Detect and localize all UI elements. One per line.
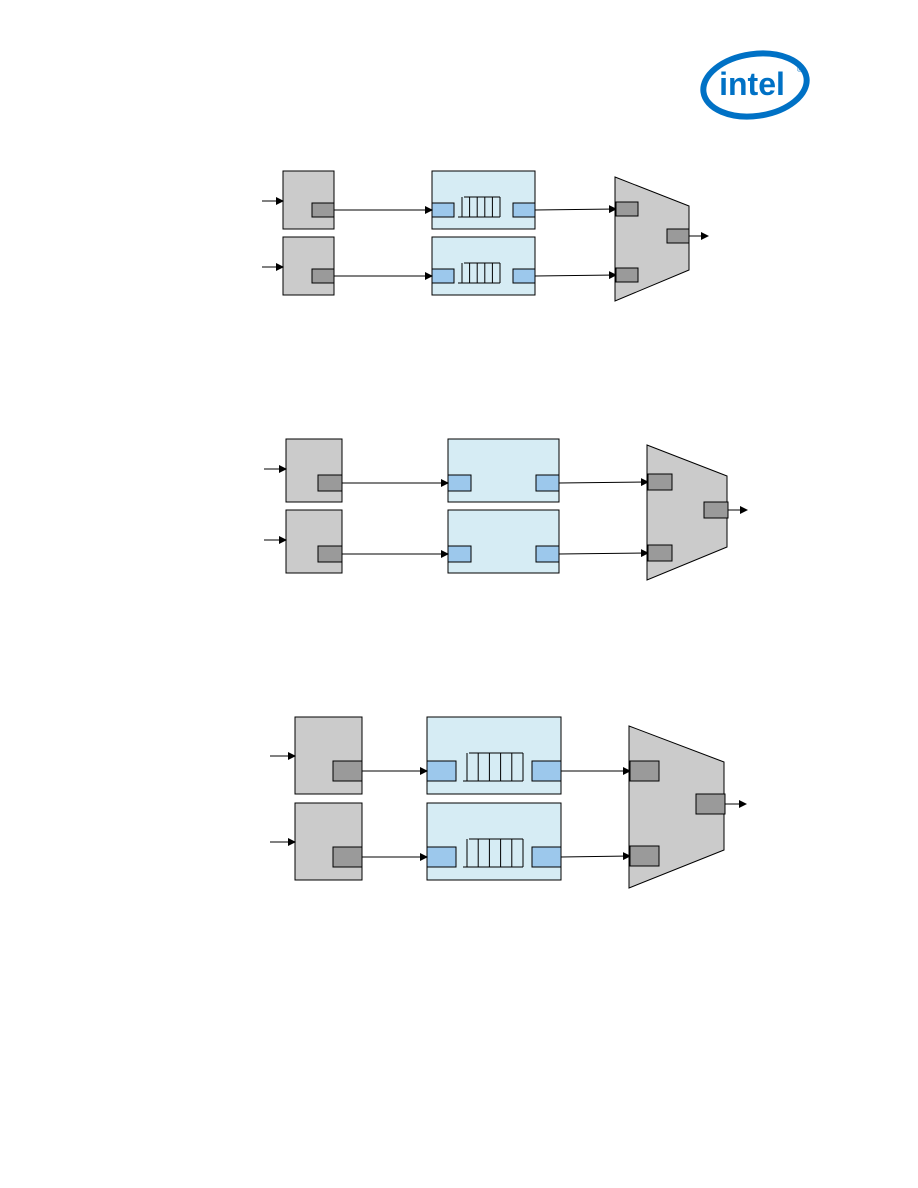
fifo-input-port bbox=[431, 268, 455, 284]
source-output-port bbox=[332, 846, 363, 868]
fifo-block bbox=[431, 170, 536, 230]
fifo-input-port bbox=[426, 846, 457, 868]
intel-logo-registered: ® bbox=[797, 65, 803, 74]
source-block bbox=[294, 716, 363, 795]
intel-logo: intel ® bbox=[700, 50, 810, 120]
fifo-output-port bbox=[531, 760, 562, 782]
mux-input-port bbox=[615, 201, 639, 217]
fifo-queue bbox=[463, 838, 524, 868]
fifo-to-mux-arrow bbox=[560, 852, 631, 861]
diagram-3 bbox=[270, 716, 747, 889]
fifo-to-mux-arrow bbox=[534, 205, 617, 214]
source-block bbox=[282, 170, 335, 230]
mux-input-port bbox=[647, 473, 673, 491]
fifo-queue bbox=[458, 262, 501, 284]
fifo-block bbox=[447, 438, 560, 503]
source-output-port bbox=[317, 474, 343, 492]
source-output-port bbox=[311, 202, 335, 218]
fifo-to-mux-arrow bbox=[558, 478, 649, 487]
diagram-1 bbox=[262, 170, 709, 302]
source-output-port bbox=[317, 545, 343, 563]
fifo-output-port bbox=[535, 474, 560, 492]
fifo-block bbox=[447, 509, 560, 574]
fifo-output-port bbox=[535, 545, 560, 563]
fifo-block bbox=[426, 716, 562, 795]
fifo-input-port bbox=[447, 474, 472, 492]
mux-input-port bbox=[629, 845, 660, 867]
source-block bbox=[285, 438, 343, 503]
fifo-queue bbox=[458, 196, 501, 218]
mux-input-port bbox=[629, 760, 660, 782]
fifo-output-port bbox=[512, 268, 536, 284]
fifo-queue bbox=[463, 752, 524, 782]
fifo-input-port bbox=[431, 202, 455, 218]
mux-input-port bbox=[647, 544, 673, 562]
fifo-block bbox=[431, 236, 536, 296]
fifo-output-port bbox=[512, 202, 536, 218]
diagram-2 bbox=[264, 438, 748, 581]
mux-output-port bbox=[695, 793, 726, 815]
fifo-input-port bbox=[447, 545, 472, 563]
intel-logo-text: intel bbox=[719, 66, 785, 102]
source-output-port bbox=[311, 268, 335, 284]
mux-output-port bbox=[703, 501, 729, 519]
source-output-port bbox=[332, 760, 363, 782]
mux-input-port bbox=[615, 267, 639, 283]
fifo-block bbox=[426, 802, 562, 881]
mux-output-port bbox=[666, 228, 690, 244]
source-block bbox=[294, 802, 363, 881]
diagrams-layer bbox=[262, 170, 748, 889]
fifo-input-port bbox=[426, 760, 457, 782]
fifo-to-mux-arrow bbox=[558, 549, 649, 558]
fifo-to-mux-arrow bbox=[534, 271, 617, 280]
intel-logo-swoosh bbox=[700, 50, 810, 120]
fifo-output-port bbox=[531, 846, 562, 868]
source-block bbox=[282, 236, 335, 296]
source-block bbox=[285, 509, 343, 574]
